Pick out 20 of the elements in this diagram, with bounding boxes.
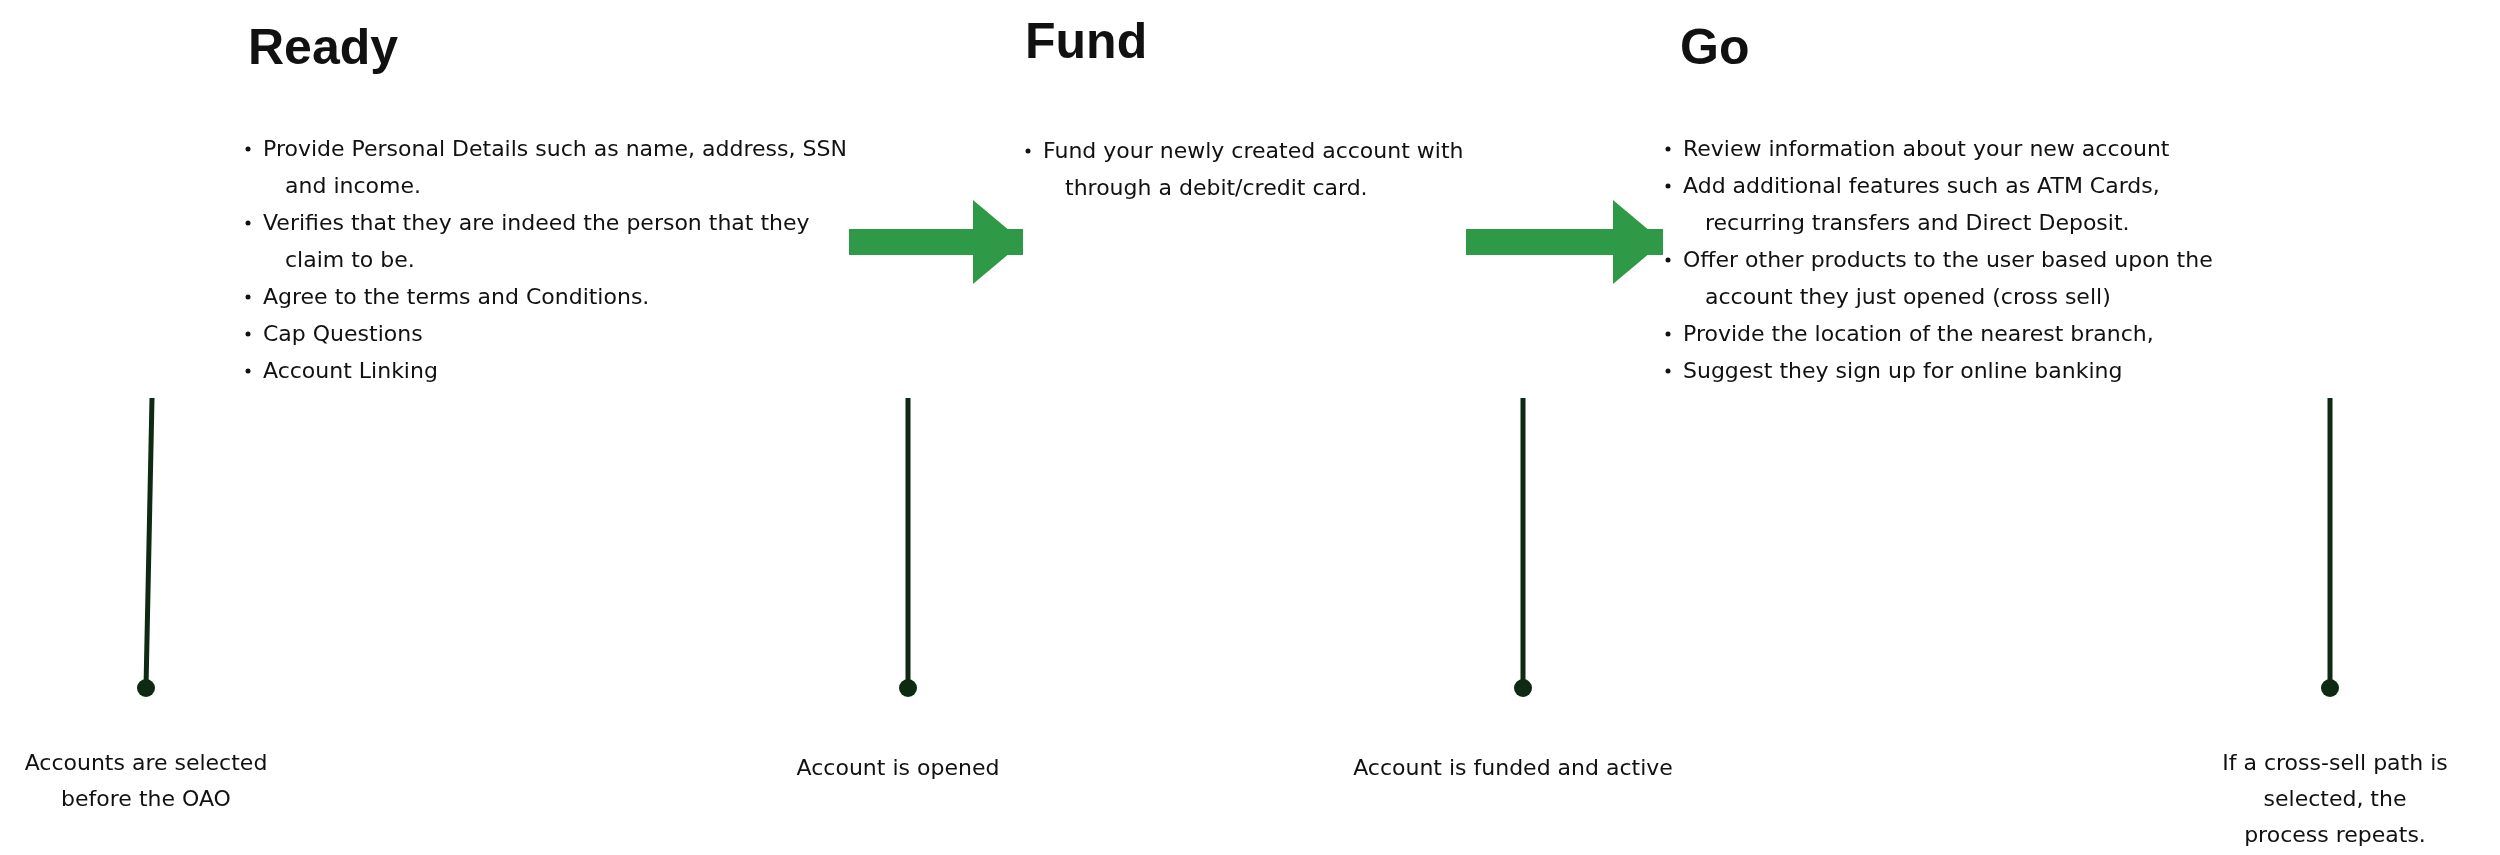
stage-heading: Go: [1680, 18, 1750, 76]
milestone-caption: Account is funded and active: [1352, 754, 1674, 782]
block-arrow: [1466, 200, 1663, 284]
bullet-item: Offer other products to the user based upon the account they just opened (cross sell): [1665, 241, 2240, 315]
milestone-caption: Accounts are selected before the OAO: [23, 749, 269, 813]
bullet-item: Cap Questions: [245, 315, 860, 352]
bullet-item: Provide the location of the nearest branch,: [1665, 315, 2240, 352]
milestone-caption: If a cross-sell path is selected, the process repeats.: [2221, 749, 2449, 849]
bullet-item: Fund your newly created account with through a debit/credit card.: [1025, 132, 1525, 206]
bullet-item: Agree to the terms and Conditions.: [245, 278, 860, 315]
bullet-item: Verifies that they are indeed the person that they claim to be.: [245, 204, 860, 278]
stage-heading: Fund: [1025, 12, 1148, 70]
block-arrow: [849, 200, 1023, 284]
bullet-item: Provide Personal Details such as name, address, SSN and income.: [245, 130, 860, 204]
bullet-item: Add additional features such as ATM Cards, recurring transfers and Direct Deposit.: [1665, 167, 2240, 241]
bullet-item: Review information about your new account: [1665, 130, 2240, 167]
bullet-item: Suggest they sign up for online banking: [1665, 352, 2240, 389]
stage-heading: Ready: [248, 18, 399, 76]
bullet-item: Account Linking: [245, 352, 860, 389]
milestone-caption: Account is opened: [795, 754, 1001, 782]
